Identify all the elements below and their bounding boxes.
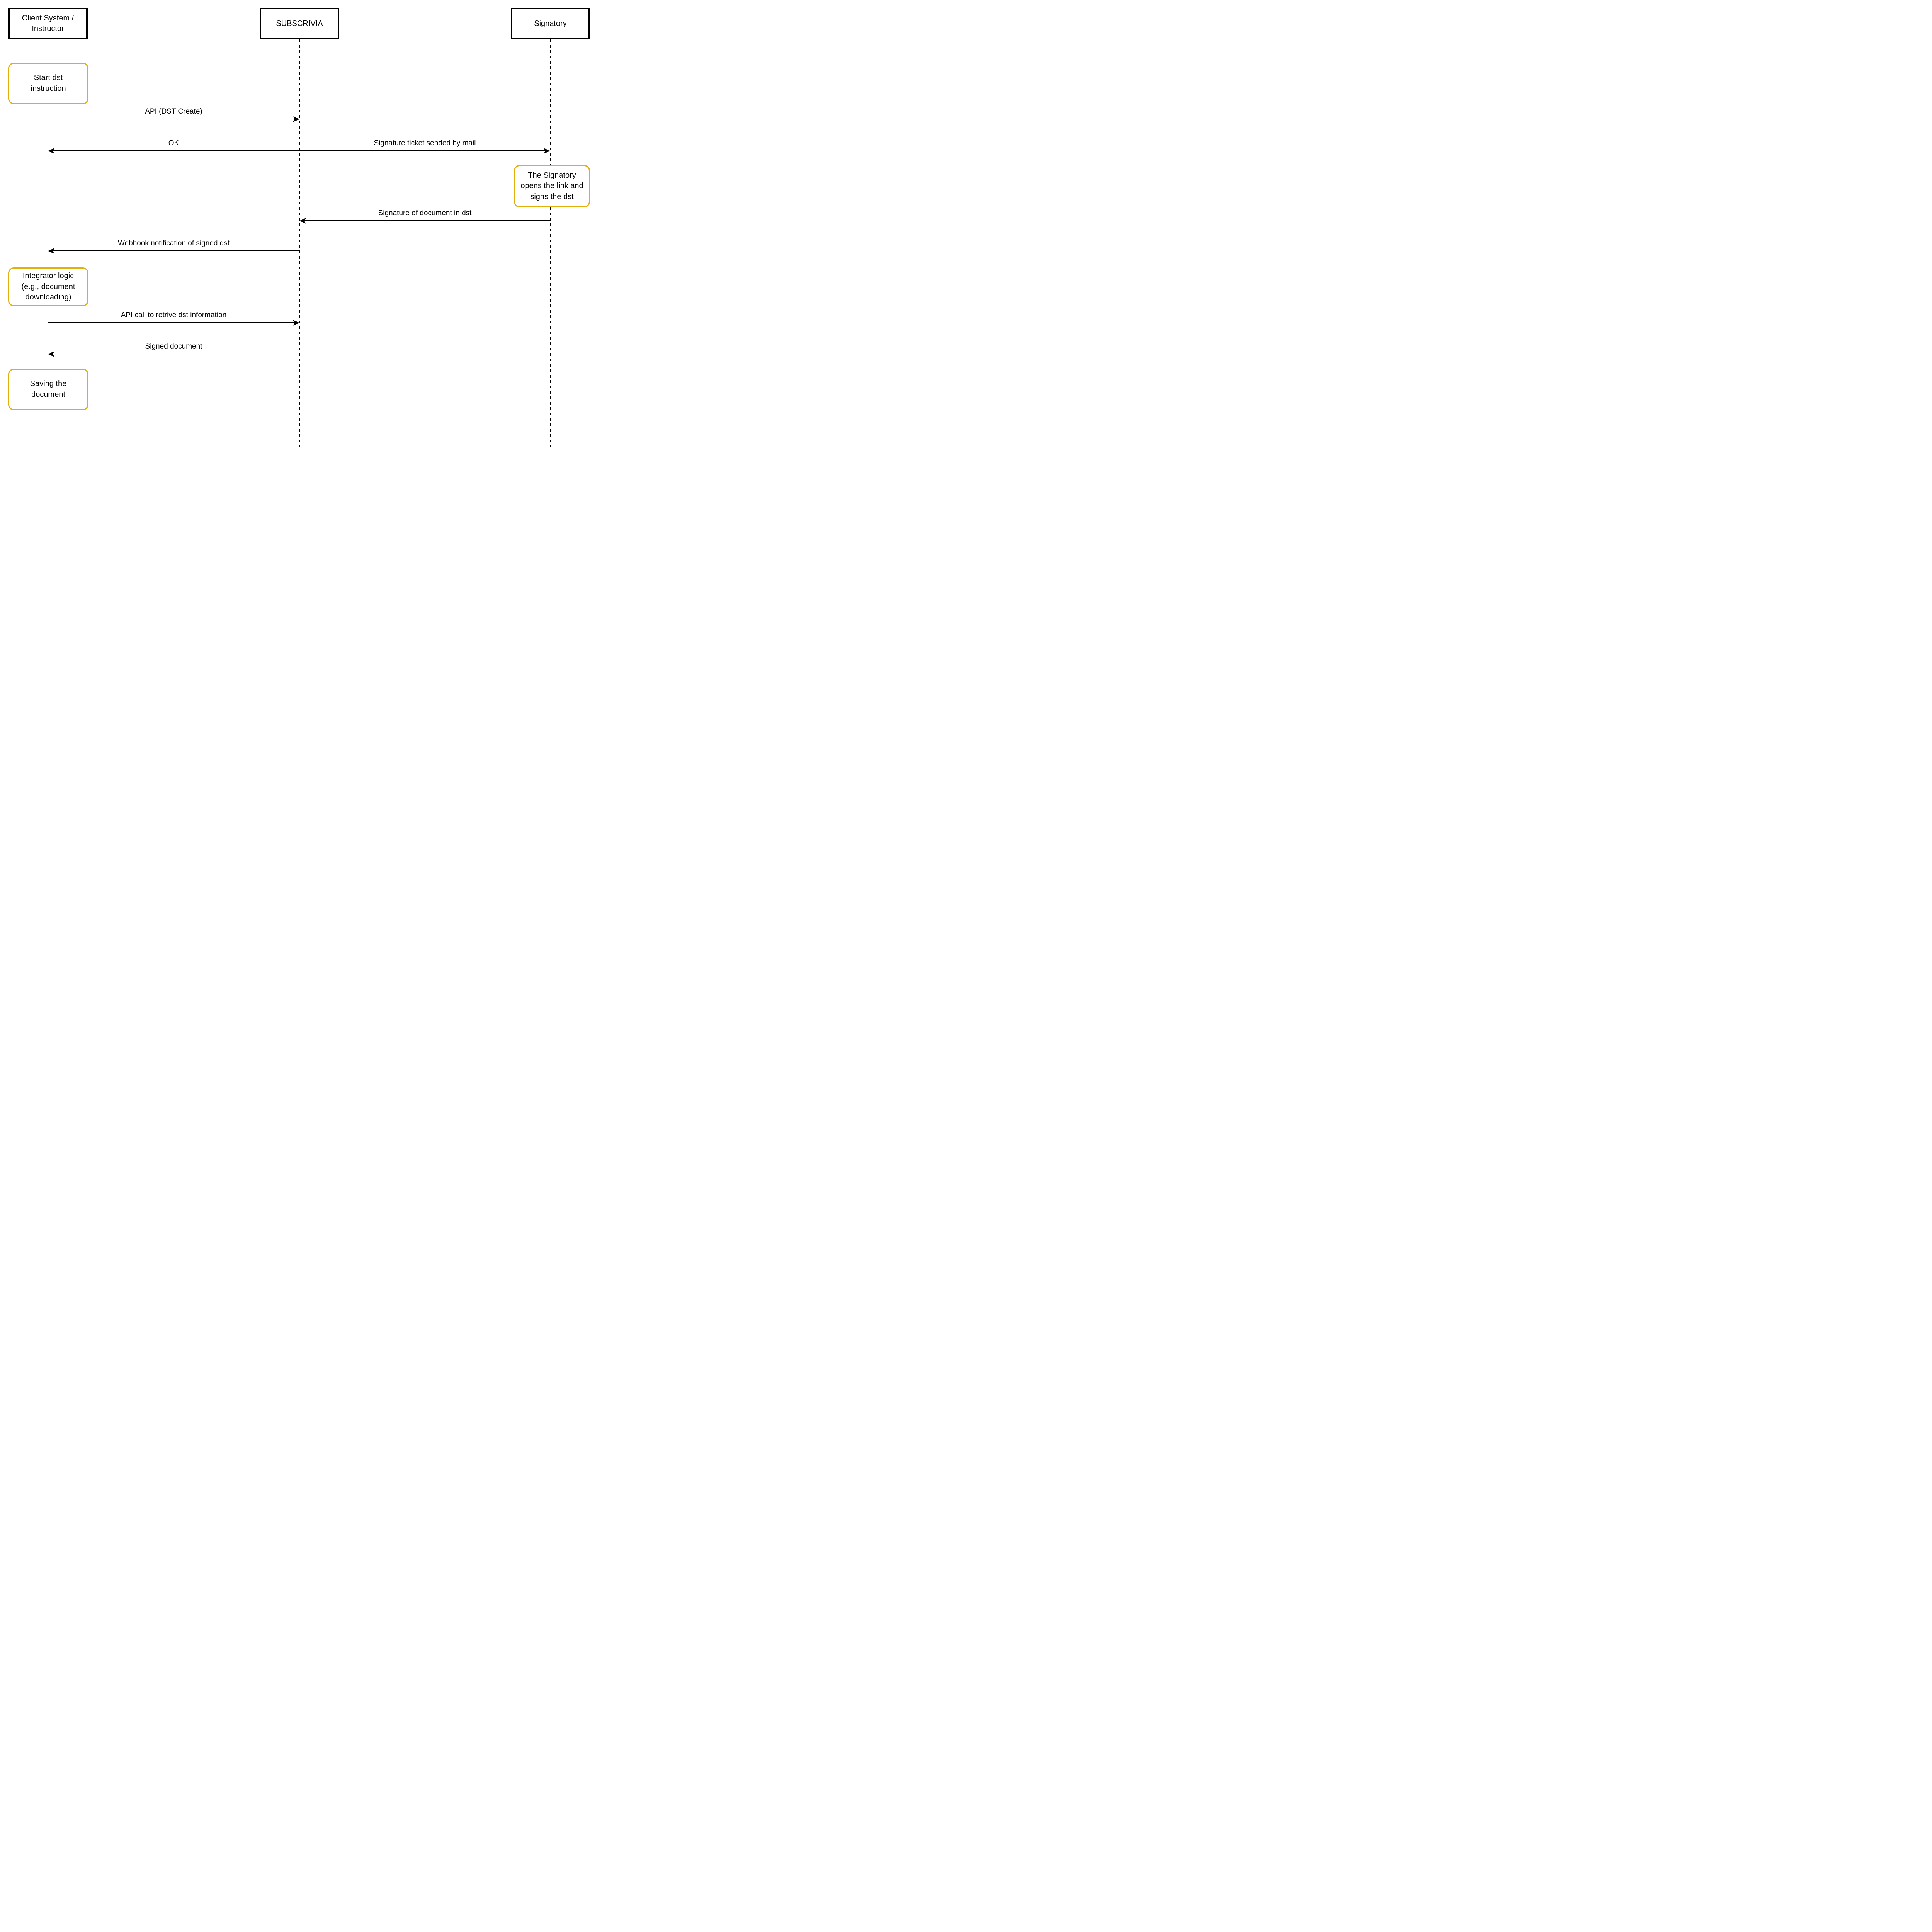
lifeline-subscrivia	[299, 39, 300, 447]
message-line-api-call-retrive	[48, 322, 295, 323]
note-saving-document: Saving the document	[8, 369, 88, 410]
actor-box-subscrivia: SUBSCRIVIA	[260, 8, 339, 39]
message-label-webhook-notification: Webhook notification of signed dst	[117, 239, 230, 248]
message-label-api-dst-create: API (DST Create)	[145, 107, 202, 116]
note-start-dst-instruction: Start dst instruction	[8, 63, 88, 104]
message-label-signed-document: Signed document	[145, 342, 202, 351]
message-label-signature-ticket: Signature ticket sended by mail	[374, 139, 476, 148]
message-label-signature-of-document: Signature of document in dst	[378, 209, 472, 218]
actor-box-signatory: Signatory	[511, 8, 590, 39]
message-line-webhook-notification	[50, 250, 299, 251]
message-line-signature-of-document	[302, 220, 550, 221]
actor-box-client: Client System / Instructor	[8, 8, 88, 39]
message-line-ok-and-signature-ticket	[50, 150, 548, 151]
note-integrator-logic: Integrator logic (e.g., document downloa…	[8, 267, 88, 306]
lifeline-signatory	[550, 39, 551, 447]
note-signatory-opens-link: The Signatory opens the link and signs t…	[514, 165, 590, 207]
message-label-api-call-retrive: API call to retrive dst information	[121, 311, 227, 320]
message-label-ok: OK	[168, 139, 179, 148]
sequence-diagram: Client System / Instructor SUBSCRIVIA Si…	[0, 0, 597, 456]
